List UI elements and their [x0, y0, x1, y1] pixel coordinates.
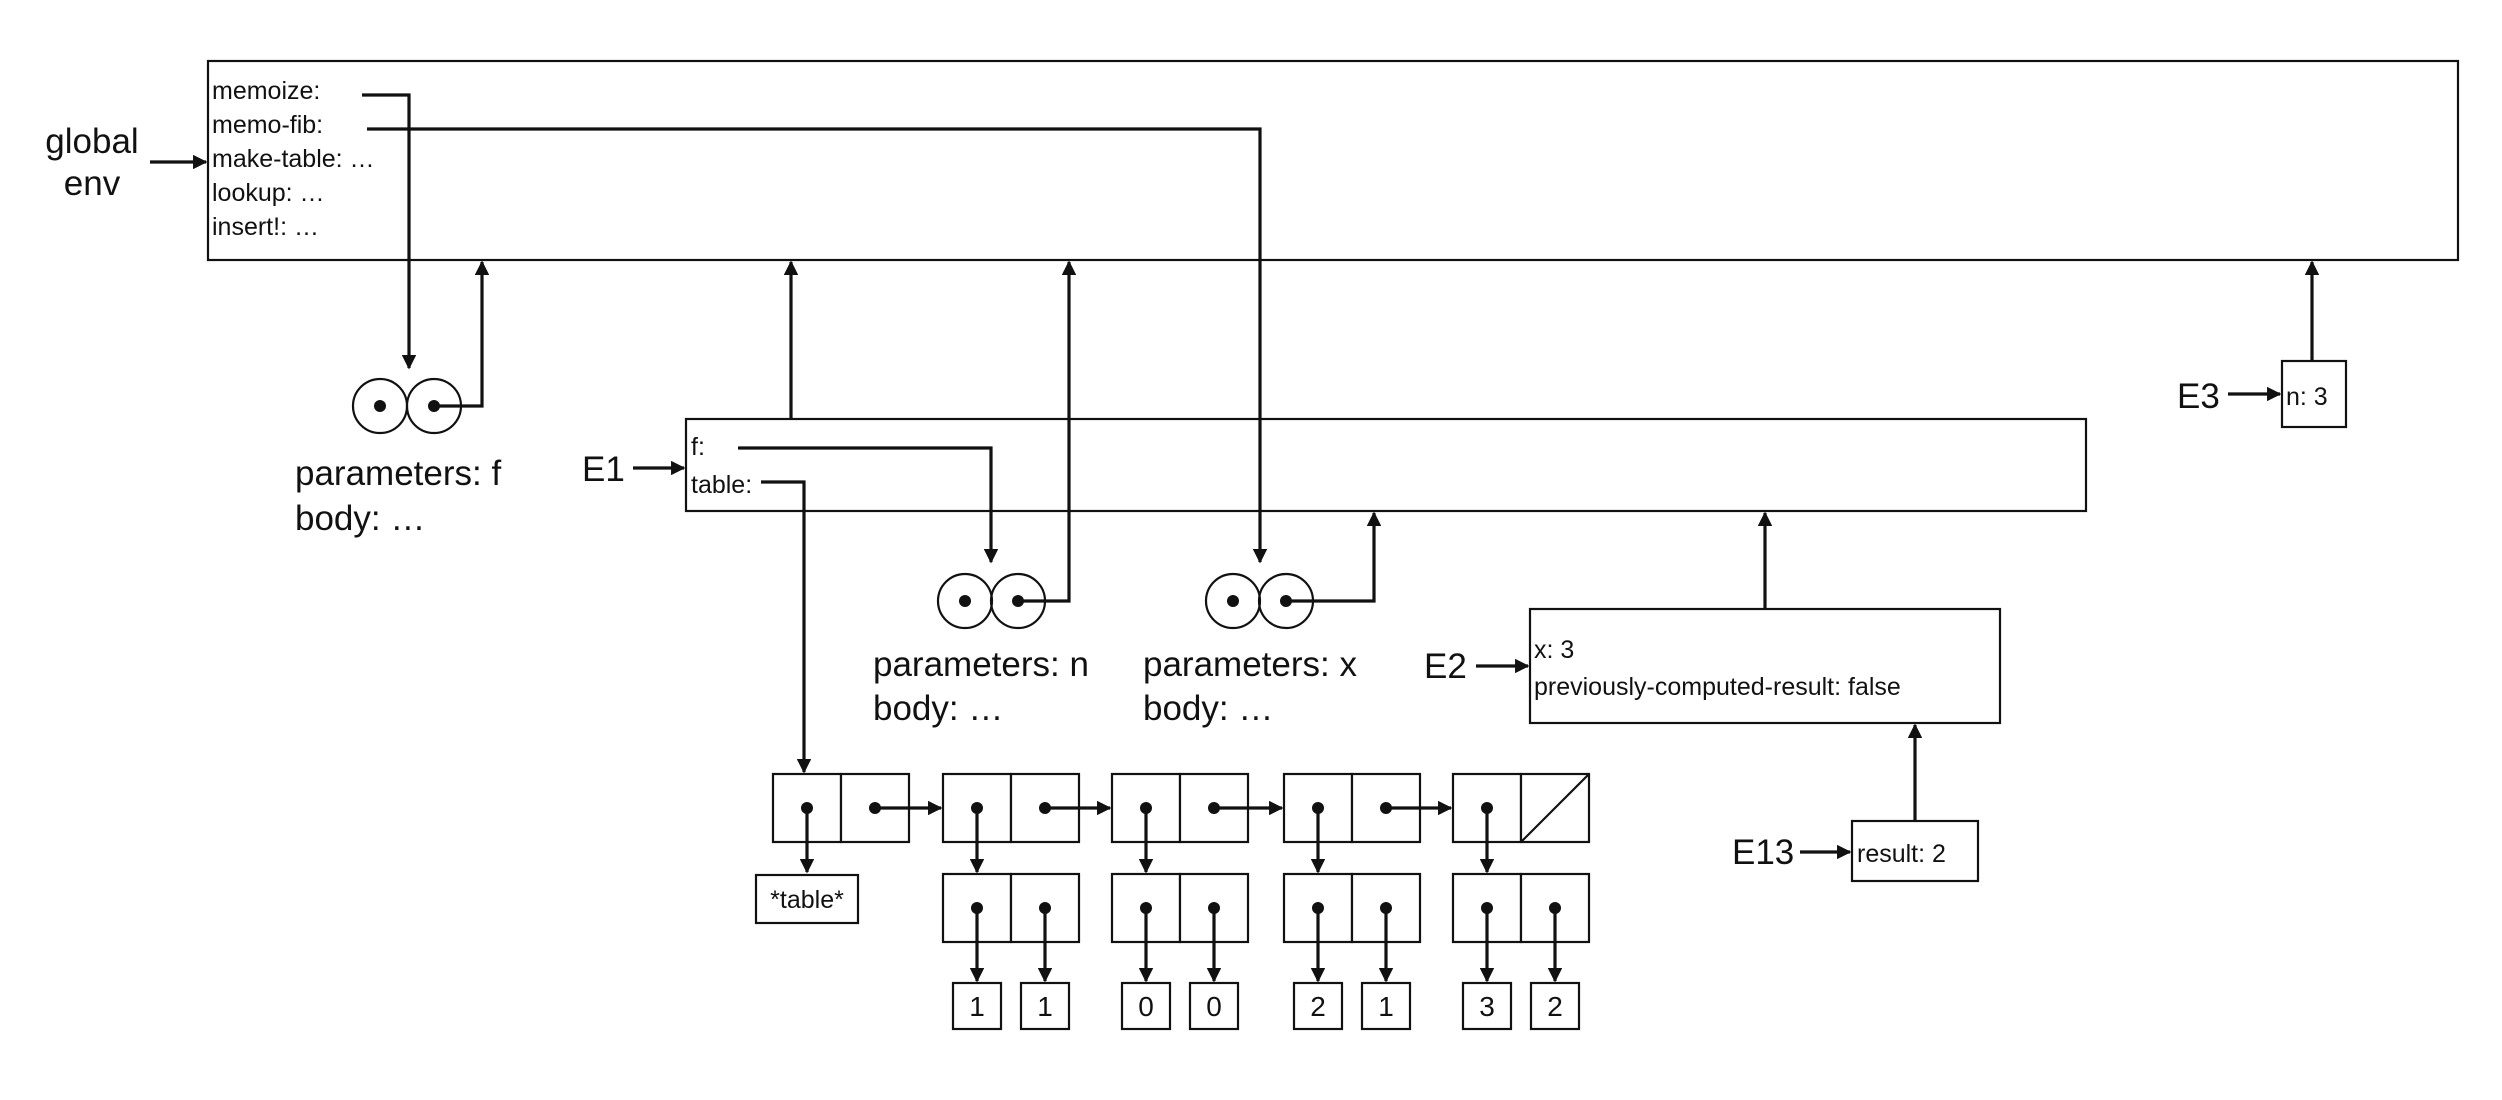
global-binding-insert: insert!: …: [212, 213, 319, 241]
arrow-proc3-env-to-e1: [1286, 511, 1382, 603]
e1-binding-table: table:: [691, 471, 752, 499]
e3-binding-n: n: 3: [2286, 383, 2328, 411]
arrow-f-to-proc2: [738, 446, 999, 564]
table-symbol: *table*: [770, 886, 844, 914]
table-symbol-box: *table*: [754, 873, 860, 925]
e2-label: E2: [1424, 647, 1467, 686]
proc2-body: body: …: [873, 689, 1003, 728]
e2-frame: x: 3 previously-computed-result: false: [1528, 607, 2002, 725]
entry-2-key: 2: [1310, 991, 1326, 1022]
entry-0-value: 1: [1037, 991, 1053, 1022]
entry-pair-2: [1282, 872, 1422, 944]
e13-frame: result: 2: [1850, 819, 1980, 883]
proc1-params: parameters: f: [295, 454, 501, 493]
entry-3-key-box: 3: [1461, 981, 1513, 1031]
global-binding-memoize: memoize:: [212, 77, 320, 105]
entry-0-key-box: 1: [951, 981, 1003, 1031]
global-env-frame: memoize: memo-fib: make-table: … lookup:…: [206, 59, 2460, 262]
e3-frame: n: 3: [2280, 359, 2348, 429]
entry-2-value-box: 1: [1360, 981, 1412, 1031]
proc3-params: parameters: x: [1143, 645, 1357, 684]
entry-1-key: 0: [1138, 991, 1154, 1022]
entry-pair-0: [941, 872, 1081, 944]
entry-3-key: 3: [1479, 991, 1495, 1022]
global-binding-make-table: make-table: …: [212, 145, 375, 173]
entry-0-key: 1: [969, 991, 985, 1022]
global-env-label-line1: global: [45, 122, 138, 161]
spine-pair-4: [1451, 772, 1591, 844]
arrow-table-to-list: [761, 480, 812, 774]
arrow-proc1-env-to-global: [434, 260, 490, 408]
entry-2-key-box: 2: [1292, 981, 1344, 1031]
entry-3-value-box: 2: [1529, 981, 1581, 1031]
entry-2-value: 1: [1378, 991, 1394, 1022]
arrow-proc2-env-to-global: [1018, 260, 1077, 603]
e3-label: E3: [2177, 377, 2220, 416]
entry-pair-1: [1110, 872, 1250, 944]
global-binding-lookup: lookup: …: [212, 179, 325, 207]
e1-label: E1: [582, 450, 625, 489]
entry-1-value-box: 0: [1188, 981, 1240, 1031]
entry-3-value: 2: [1547, 991, 1563, 1022]
e1-frame: f: table:: [684, 417, 2088, 513]
procedure-fib-lambda: [1204, 572, 1315, 630]
entry-1-key-box: 0: [1120, 981, 1172, 1031]
proc1-body: body: …: [295, 499, 425, 538]
e13-binding-result: result: 2: [1857, 840, 1946, 868]
entry-1-value: 0: [1206, 991, 1222, 1022]
arrow-memo-fib-to-proc3: [367, 127, 1268, 564]
e2-binding-previously-computed: previously-computed-result: false: [1534, 673, 1901, 701]
arrow-memoize-to-proc1: [362, 93, 417, 370]
proc3-body: body: …: [1143, 689, 1273, 728]
e2-binding-x: x: 3: [1534, 636, 1574, 664]
entry-pair-3: [1451, 872, 1591, 944]
global-env-label-line2: env: [64, 164, 121, 203]
proc2-params: parameters: n: [873, 645, 1089, 684]
entry-0-value-box: 1: [1019, 981, 1071, 1031]
global-binding-memo-fib: memo-fib:: [212, 111, 323, 139]
e13-label: E13: [1732, 833, 1794, 872]
nil-slash: [1520, 773, 1590, 843]
e1-binding-f: f:: [691, 433, 705, 461]
